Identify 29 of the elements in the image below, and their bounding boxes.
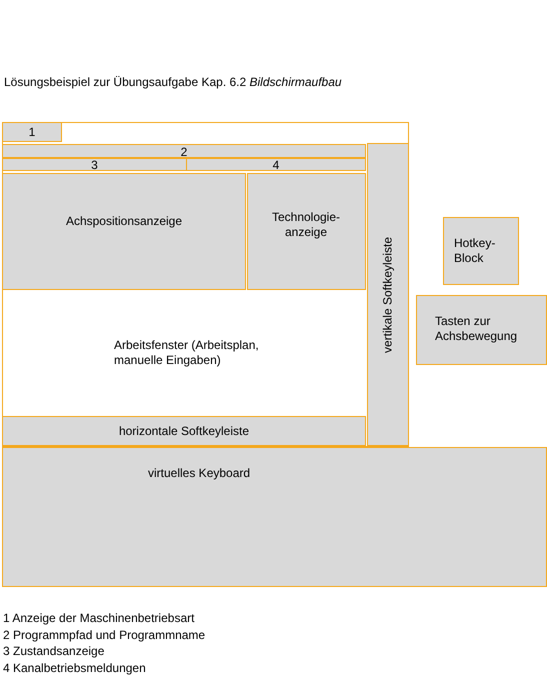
area-label: virtuelles Keyboard (148, 466, 252, 481)
screen-area (416, 295, 547, 365)
area-number: 3 (90, 158, 99, 173)
legend-note: 3 Zustandsanzeige (3, 644, 104, 659)
area-number: 2 (180, 145, 188, 160)
screen-area (2, 416, 366, 446)
legend-note: 4 Kanalbetriebsmeldungen (3, 660, 146, 676)
area-label: Tasten zur Achsbewegung (435, 314, 518, 344)
area-label: Achspositionsanzeige (64, 214, 184, 229)
legend-note: 2 Programmpfad und Programmname (3, 628, 206, 642)
area-label: Hotkey-Block (454, 236, 496, 266)
screen-area (443, 217, 519, 285)
area-label: vertikale Softkeyleiste (380, 236, 396, 353)
area-label: horizontale Softkeyleiste (118, 424, 250, 439)
screen-frame (2, 122, 409, 447)
screen-area (2, 158, 187, 171)
screen-area (2, 122, 62, 142)
screen-area (367, 143, 409, 446)
area-label: Technologie-anzeige (270, 210, 342, 240)
screen-area (2, 144, 366, 158)
area-number: 4 (272, 158, 280, 173)
area-label: Arbeitsfenster (Arbeitsplan, manuelle Eingaben) (114, 338, 260, 368)
screen-area (2, 173, 246, 290)
screen-area (247, 173, 366, 290)
area-number: 1 (28, 125, 36, 140)
screen-area (186, 158, 366, 171)
title: Lösungsbeispiel zur Übungsaufgabe Kap. 6.2 Bildschirmaufbau (4, 75, 342, 90)
legend-note: 1 Anzeige der Maschinenbetriebsart (3, 611, 194, 626)
screen-area (2, 447, 547, 587)
